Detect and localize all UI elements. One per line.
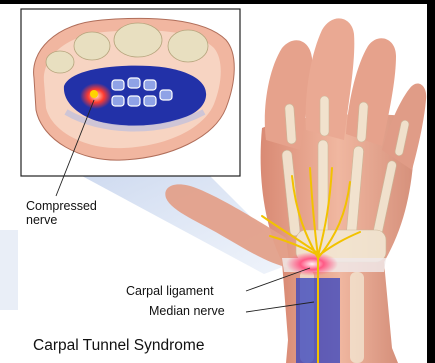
carpal-bone-2 [114,23,162,57]
median-nerve-label: Median nerve [149,305,225,319]
ulna-bone [350,272,364,363]
compressed-nerve-label-line1: Compressed [26,200,97,214]
diagram-title: Carpal Tunnel Syndrome [33,337,204,354]
inflammation-glow [286,252,338,276]
carpal-ligament-label: Carpal ligament [126,285,214,299]
carpal-bone-4 [46,51,74,73]
carpal-bone-1 [74,32,110,60]
background-strip [0,230,18,310]
carpal-bone-3 [168,30,208,62]
compressed-nerve-dot [90,90,98,98]
compressed-nerve-label-line2: nerve [26,214,97,228]
compressed-nerve-label: Compressed nerve [26,200,97,228]
